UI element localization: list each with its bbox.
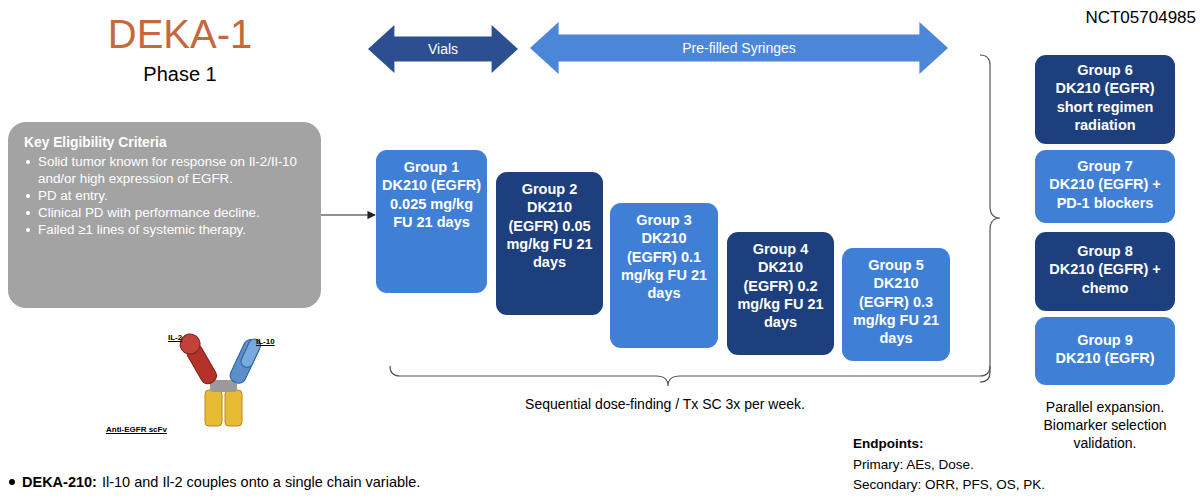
arrow-band: Pre-filled Syringes: [530, 22, 948, 74]
bracket-note: Parallel expansion. Biomarker selection …: [1028, 398, 1182, 453]
box-heading: Group 3: [636, 212, 692, 228]
box-body: DK210 (EGFR) 0.3 mg/kg FU 21 days: [853, 275, 939, 346]
antibody-illustration: [176, 330, 262, 426]
fc-chain: [225, 390, 242, 426]
bracket-note: Sequential dose-finding / Tx SC 3x per w…: [445, 396, 885, 413]
subtitle: Phase 1: [100, 62, 260, 86]
box-body: DK210 (EGFR) + chemo: [1049, 261, 1161, 295]
footnote: Il-10 and Il-2 couples onto a single cha…: [102, 474, 702, 491]
bullet-dot: [26, 194, 30, 198]
bullet-dot: [9, 479, 15, 485]
box-body: DK210 (EGFR) 0.2 mg/kg FU 21 days: [737, 259, 823, 330]
criteria-item: PD at entry.: [38, 187, 108, 204]
bracket: [390, 366, 990, 386]
box-heading: Group 9: [1077, 332, 1133, 348]
flow-arrow: [321, 214, 375, 215]
group-box: Group 2 DK210 (EGFR) 0.05 mg/kg FU 21 day…: [496, 172, 603, 315]
group-box: Group 8 DK210 (EGFR) + chemo: [1035, 232, 1175, 311]
part-label: IL-10: [256, 337, 296, 347]
group-box: Group 1 DK210 (EGFR) 0.025 mg/kg FU 21 da…: [376, 150, 487, 293]
double-arrow-shape: [368, 25, 518, 73]
band-label: Vials: [428, 41, 458, 57]
il2-domain: [176, 330, 220, 387]
box-body: DK210 (EGFR) 0.1 mg/kg FU 21 days: [621, 230, 707, 301]
box-body: DK210 (EGFR) + PD-1 blockers: [1049, 176, 1161, 210]
box-heading: Group 2: [522, 181, 578, 197]
bullet-dot: [26, 211, 30, 215]
double-arrow-shape: [530, 22, 948, 74]
arrow-band: Vials: [368, 25, 518, 73]
box-heading: Group 7: [1077, 158, 1133, 174]
fc-chain: [205, 390, 222, 426]
box-heading: Group 6: [1077, 62, 1133, 78]
bracket: [980, 55, 1000, 382]
box-heading: Group 5: [868, 257, 924, 273]
group-box: Group 5 DK210 (EGFR) 0.3 mg/kg FU 21 days: [842, 248, 950, 361]
box-heading: Group 1: [404, 159, 460, 175]
bullet-dot: [26, 228, 30, 232]
endpoint-note: Secondary: ORR, PFS, OS, PK.: [853, 477, 1153, 493]
group-box: Group 4 DK210 (EGFR) 0.2 mg/kg FU 21 days: [727, 232, 834, 355]
part-label: Anti-EGFR scFv: [106, 425, 196, 435]
box-heading: Key Eligibility Criteria: [24, 135, 167, 150]
endpoint-note: Primary: AEs, Dose.: [853, 457, 1153, 473]
criteria-item: Failed ≥1 lines of systemic therapy.: [38, 221, 246, 238]
box-body: DK210 (EGFR) 0.05 mg/kg FU 21 days: [506, 199, 592, 270]
criteria-item: Solid tumor known for response on Il-2/I…: [38, 153, 309, 187]
bullet-dot: [26, 160, 30, 164]
box-heading: Group 8: [1077, 243, 1133, 259]
subtitle: NCT05704985: [1040, 8, 1196, 28]
group-box: Group 3 DK210 (EGFR) 0.1 mg/kg FU 21 days: [610, 203, 718, 348]
endpoint-note: Endpoints:: [853, 436, 1053, 452]
part-label: IL-2: [168, 333, 208, 343]
diagram-title: DEKA-1: [95, 12, 265, 57]
box-body: DK210 (EGFR) 0.025 mg/kg FU 21 days: [382, 177, 481, 230]
il2-domain: [184, 342, 219, 386]
criteria-box: Key Eligibility CriteriaSolid tumor know…: [8, 122, 321, 308]
group-box: Group 9 DK210 (EGFR): [1035, 317, 1175, 385]
box-body: DK210 (EGFR): [1055, 350, 1154, 366]
hinge: [210, 380, 237, 392]
box-heading: Group 4: [753, 241, 809, 257]
group-box: Group 7 DK210 (EGFR) + PD-1 blockers: [1035, 150, 1175, 223]
criteria-item: Clinical PD with performance decline.: [38, 204, 260, 221]
box-body: DK210 (EGFR) short regimen radiation: [1055, 80, 1154, 133]
group-box: Group 6 DK210 (EGFR) short regimen radiat…: [1035, 55, 1175, 144]
band-label: Pre-filled Syringes: [682, 40, 796, 56]
